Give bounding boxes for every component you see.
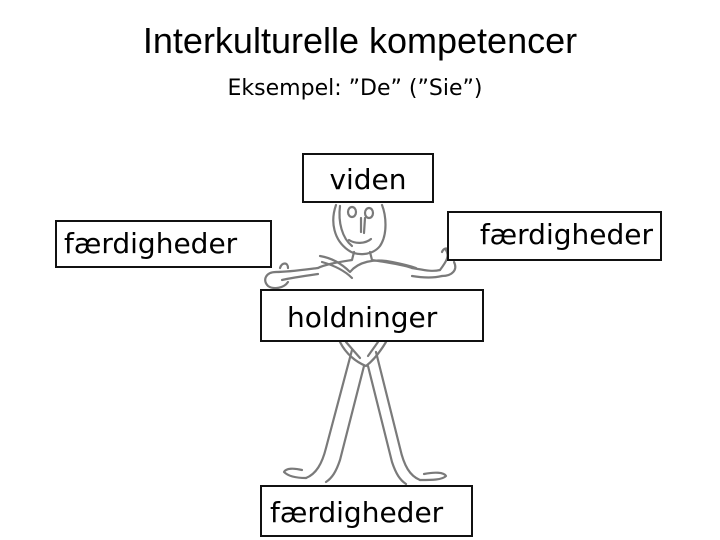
label-box-left-hand: færdigheder <box>55 220 272 268</box>
label-box-right-hand: færdigheder <box>447 211 662 261</box>
figure-left-arm <box>264 262 320 290</box>
figure-head <box>332 203 387 256</box>
figure-feet <box>282 467 448 482</box>
label-box-feet: færdigheder <box>260 485 473 537</box>
slide-subtitle: Eksempel: ”De” (”Sie”) <box>227 76 483 101</box>
figure-legs <box>304 348 422 486</box>
label-box-head: viden <box>302 153 434 203</box>
label-box-heart: holdninger <box>260 289 484 342</box>
slide-title: Interkulturelle kompetencer <box>142 20 578 61</box>
figure-torso <box>316 250 418 280</box>
